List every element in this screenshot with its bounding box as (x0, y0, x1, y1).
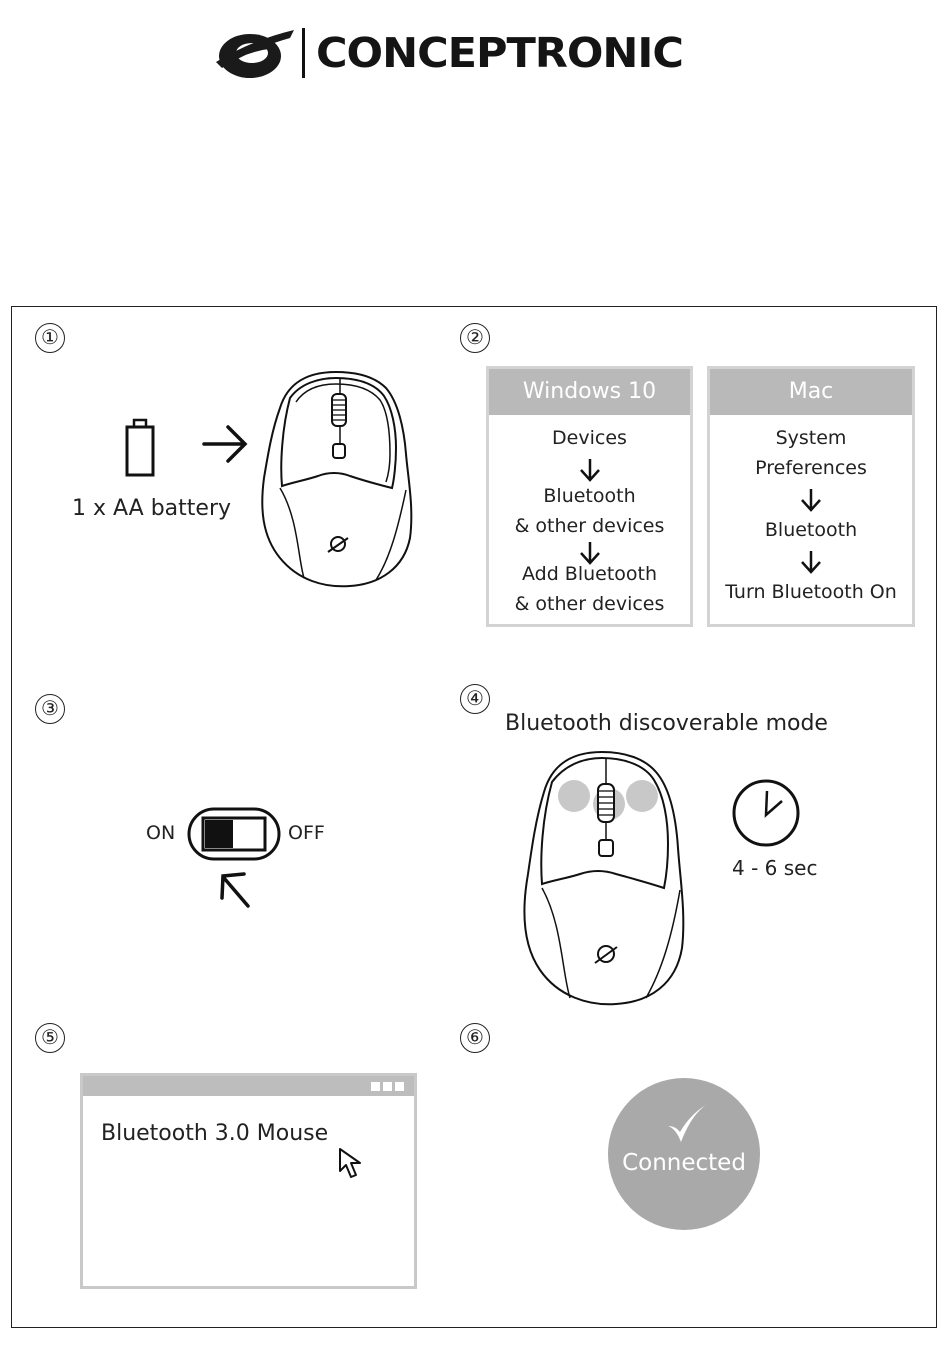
step-number-1: ① (35, 323, 65, 353)
cursor-icon (337, 1146, 371, 1182)
windows-step-bluetooth: Bluetooth (489, 485, 690, 507)
arrow-down-icon (578, 457, 602, 483)
windows-arrow-1 (489, 457, 690, 488)
switch-on-label: ON (146, 822, 175, 844)
windows-panel-title: Windows 10 (489, 369, 690, 415)
windows-panel: Windows 10 Devices Bluetooth & other dev… (486, 366, 693, 627)
connected-label: Connected (608, 1150, 760, 1176)
mac-arrow-2 (710, 549, 912, 580)
windows-step-add-bluetooth: Add Bluetooth (489, 563, 690, 585)
arrow-down-icon (799, 487, 823, 513)
close-icon (395, 1082, 404, 1091)
discoverable-title: Bluetooth discoverable mode (505, 711, 828, 736)
brand-divider (302, 28, 305, 78)
connected-badge: Connected (608, 1078, 760, 1230)
mac-step-turn-on: Turn Bluetooth On (710, 581, 912, 603)
device-list-item[interactable]: Bluetooth 3.0 Mouse (101, 1121, 328, 1146)
arrow-up-left-icon (216, 868, 256, 910)
mac-panel: Mac System Preferences Bluetooth Turn Bl… (707, 366, 915, 627)
brand-name: CONCEPTRONIC (316, 28, 683, 78)
mac-arrow-1 (710, 487, 912, 518)
step-number-3: ③ (35, 694, 65, 724)
mouse-icon (258, 368, 416, 592)
step-number-4: ④ (460, 684, 490, 714)
mac-step-system: System (710, 427, 912, 449)
step-number-5: ⑤ (35, 1023, 65, 1053)
discoverable-duration: 4 - 6 sec (732, 856, 817, 880)
battery-label: 1 x AA battery (72, 496, 231, 521)
mac-panel-title: Mac (710, 369, 912, 415)
checkmark-icon (664, 1102, 708, 1146)
step-number-6: ⑥ (460, 1023, 490, 1053)
brand-logo: CONCEPTRONIC (212, 20, 742, 84)
maximize-icon (383, 1082, 392, 1091)
battery-icon (124, 418, 156, 478)
windows-step-add-other-devices: & other devices (489, 593, 690, 615)
step-number-2: ② (460, 323, 490, 353)
mac-step-bluetooth: Bluetooth (710, 519, 912, 541)
arrow-right-icon (200, 422, 250, 466)
arrow-down-icon (799, 549, 823, 575)
conceptronic-logo-icon (212, 20, 298, 84)
switch-off-label: OFF (288, 822, 325, 844)
mac-step-preferences: Preferences (710, 457, 912, 479)
windows-step-devices: Devices (489, 427, 690, 449)
window-title-bar (83, 1076, 414, 1096)
power-switch-icon (186, 806, 282, 862)
mouse-buttons-icon (516, 748, 692, 1010)
minimize-icon (371, 1082, 380, 1091)
clock-icon (730, 777, 802, 849)
pairing-window: Bluetooth 3.0 Mouse (80, 1073, 417, 1289)
windows-step-other-devices: & other devices (489, 515, 690, 537)
